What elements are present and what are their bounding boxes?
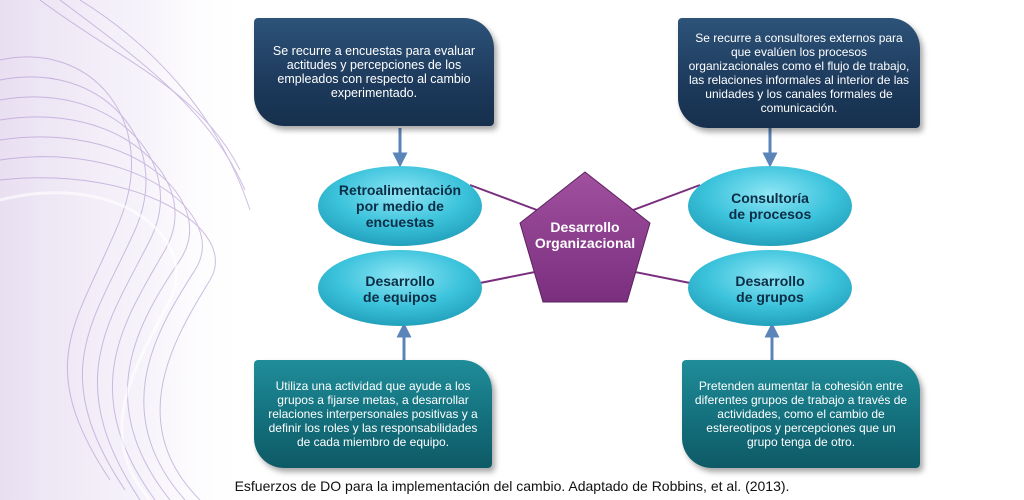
node-process-consulting-line1: Consultoría [731, 190, 809, 206]
center-pentagon [519, 171, 651, 303]
node-survey-feedback-line3: encuestas [365, 214, 435, 230]
node-team-building-line2: de equipos [363, 289, 437, 305]
center-label-line1: Desarrollo [550, 219, 620, 235]
node-intergroup-development-line1: Desarrollo [735, 273, 805, 289]
figure-caption: Esfuerzos de DO para la implementación d… [234, 478, 790, 494]
node-survey-feedback-line2: por medio de [356, 198, 444, 214]
box-process-consulting: Se recurre a consultores externos para q… [678, 18, 920, 128]
box-intergroup-development: Pretenden aumentar la cohesión entre dif… [682, 360, 920, 468]
box-intergroup-development-text: Pretenden aumentar la cohesión entre dif… [694, 379, 908, 449]
node-team-building-line1: Desarrollo [365, 273, 435, 289]
box-team-building: Utiliza una actividad que ayude a los gr… [254, 360, 492, 468]
node-process-consulting-line2: de procesos [728, 206, 812, 222]
center-label-line2: Organizacional [534, 235, 636, 251]
ellipse-intergroup-development [688, 250, 852, 326]
node-survey-feedback-line1: Retroalimentación [338, 182, 462, 198]
box-process-consulting-text: Se recurre a consultores externos para q… [688, 31, 910, 115]
ellipse-team-building [318, 250, 482, 326]
ellipse-survey-feedback [318, 166, 482, 246]
box-survey-feedback: Se recurre a encuestas para evaluar acti… [254, 18, 494, 126]
ellipse-process-consulting [688, 166, 852, 246]
box-team-building-text: Utiliza una actividad que ayude a los gr… [268, 379, 478, 449]
box-survey-feedback-text: Se recurre a encuestas para evaluar acti… [272, 44, 476, 100]
node-intergroup-development-line2: de grupos [736, 289, 804, 305]
